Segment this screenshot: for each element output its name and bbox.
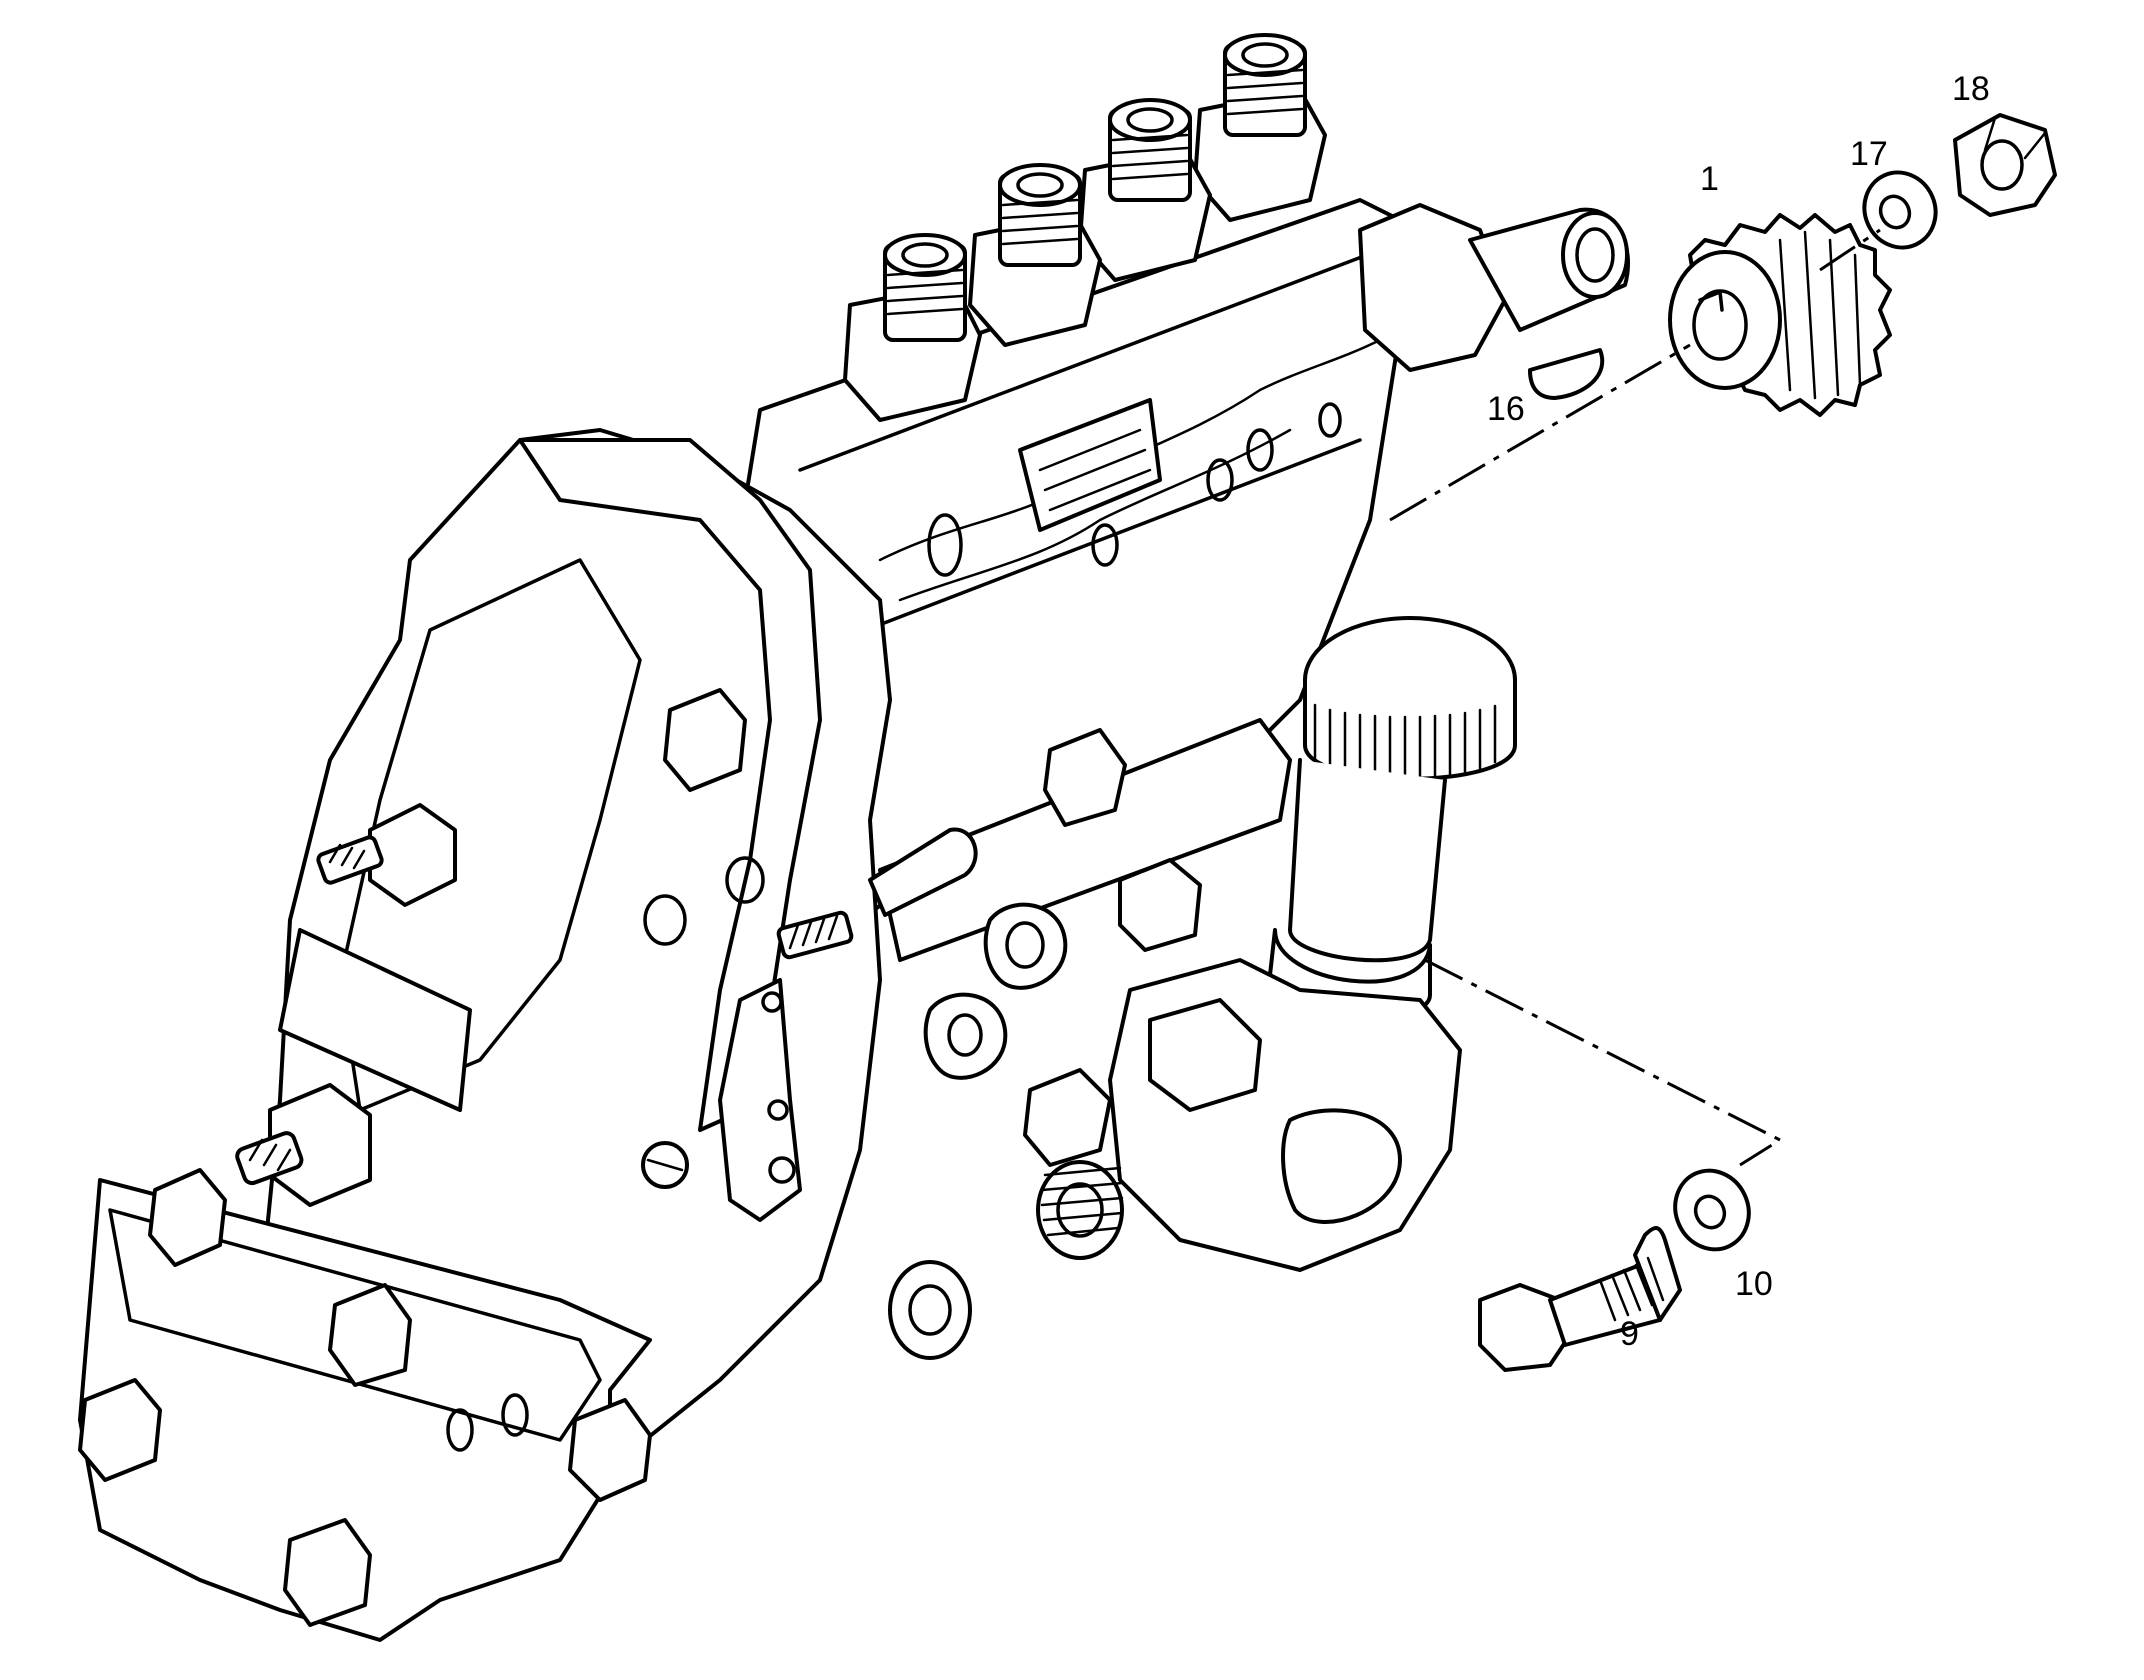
side-port xyxy=(888,1260,972,1360)
delivery-valve-holders xyxy=(843,33,1327,422)
sealing-washer xyxy=(1673,1168,1751,1252)
adjust-screw-upper xyxy=(316,803,457,907)
mounting-bracket xyxy=(78,1168,652,1642)
lock-washer xyxy=(1862,170,1938,250)
assembly-lines xyxy=(1389,228,1881,1167)
governor-label-plate xyxy=(278,928,472,1112)
end-fitting xyxy=(1358,203,1630,372)
nameplate xyxy=(1018,398,1162,532)
hex-nut xyxy=(1953,113,2057,217)
woodruff-key xyxy=(1528,348,1605,400)
callout-9: 9 xyxy=(1620,1315,1639,1353)
callout-18: 18 xyxy=(1952,70,1990,108)
callout-10: 10 xyxy=(1735,1265,1773,1303)
feed-pump xyxy=(923,616,1517,1272)
hex-bolt xyxy=(1478,1226,1682,1372)
callout-16: 16 xyxy=(1487,390,1525,428)
callout-1: 1 xyxy=(1700,160,1719,198)
adjust-screw-lower xyxy=(235,1083,372,1207)
control-lever xyxy=(641,827,978,1222)
callout-17: 17 xyxy=(1850,135,1888,173)
drive-gear xyxy=(1668,213,1892,417)
